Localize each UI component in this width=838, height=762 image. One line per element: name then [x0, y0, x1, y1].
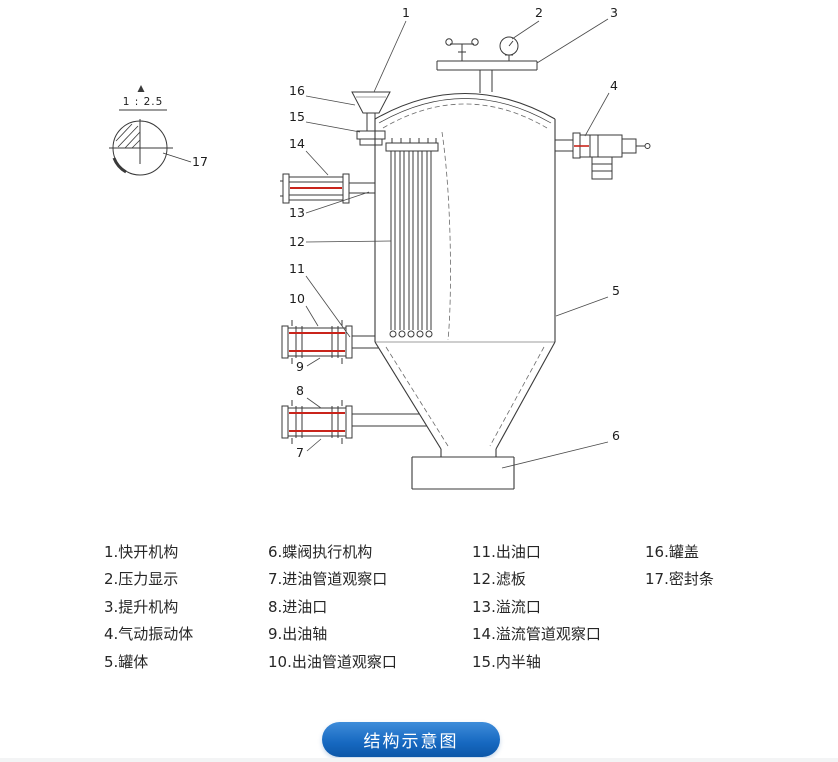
legend-item: 8.进油口	[268, 597, 328, 616]
callout-10: 10	[289, 291, 305, 306]
legend-item: 14.溢流管道观察口	[472, 625, 601, 644]
callout-17: 17	[192, 154, 208, 169]
feed-funnel	[351, 91, 391, 146]
outlet-valve	[281, 320, 379, 364]
callout-3: 3	[610, 5, 618, 20]
legend-item: 3.提升机构	[104, 597, 179, 616]
legend-item: 16.罐盖	[645, 543, 699, 561]
callout-14: 14	[289, 136, 305, 151]
detail-view	[109, 85, 192, 176]
legend-column-3: 11.出油口 12.滤板 13.溢流口 14.溢流管道观察口 15.内半轴	[472, 539, 601, 676]
section-divider	[0, 758, 838, 762]
callout-15: 15	[289, 109, 305, 124]
hidden-lines	[382, 103, 548, 447]
legend-column-2: 6.蝶阀执行机构 7.进油管道观察口 8.进油口 9.出油轴 10.出油管道观察…	[268, 539, 397, 676]
callout-9: 9	[296, 359, 304, 374]
legend-item: 1.快开机构	[104, 543, 179, 561]
structure-diagram-button[interactable]: 结构示意图	[322, 722, 500, 757]
lid-fittings	[436, 36, 538, 93]
legend-item: 5.罐体	[104, 652, 149, 671]
legend-item: 6.蝶阀执行机构	[268, 543, 373, 561]
detail-scale-label: 1 : 2.5	[123, 96, 164, 108]
legend-column-1: 1.快开机构 2.压力显示 3.提升机构 4.气动振动体 5.罐体	[104, 539, 193, 676]
legend-item: 4.气动振动体	[104, 625, 194, 644]
pneumatic-vibrator	[555, 132, 651, 180]
legend-item: 9.出油轴	[268, 625, 328, 644]
callout-5: 5	[612, 283, 620, 298]
overflow-actuator	[280, 173, 375, 204]
filter-plates	[385, 138, 439, 338]
vessel-technical-drawing: 1 : 2.5	[109, 5, 651, 490]
callout-1: 1	[402, 5, 410, 20]
legend-item: 12.滤板	[472, 570, 526, 589]
pressure-gauge-icon	[499, 36, 519, 61]
callout-2: 2	[535, 5, 543, 20]
callout-7: 7	[296, 445, 304, 460]
callout-16: 16	[289, 83, 305, 98]
inlet-valve	[281, 400, 427, 444]
leader-lines	[305, 18, 610, 469]
legend-item: 13.溢流口	[472, 597, 541, 616]
legend-item: 2.压力显示	[104, 570, 179, 589]
callout-6: 6	[612, 428, 620, 443]
seal-lines-red	[289, 145, 589, 432]
parts-legend: 1.快开机构 2.压力显示 3.提升机构 4.气动振动体 5.罐体 6.蝶阀执行…	[0, 539, 838, 684]
callout-4: 4	[610, 78, 618, 93]
legend-item: 15.内半轴	[472, 652, 541, 671]
callout-12: 12	[289, 234, 305, 249]
legend-column-4: 16.罐盖 17.密封条	[645, 539, 714, 594]
callout-8: 8	[296, 383, 304, 398]
legend-item: 7.进油管道观察口	[268, 570, 388, 589]
callout-11: 11	[289, 261, 305, 276]
legend-item: 10.出油管道观察口	[268, 652, 397, 671]
legend-item: 11.出油口	[472, 543, 541, 561]
legend-item: 17.密封条	[645, 570, 714, 589]
detail-arrow-icon	[137, 85, 145, 92]
hatch-lines	[115, 123, 141, 149]
vessel-outline	[374, 93, 556, 490]
t-bolt-icon	[445, 38, 479, 61]
callout-13: 13	[289, 205, 305, 220]
